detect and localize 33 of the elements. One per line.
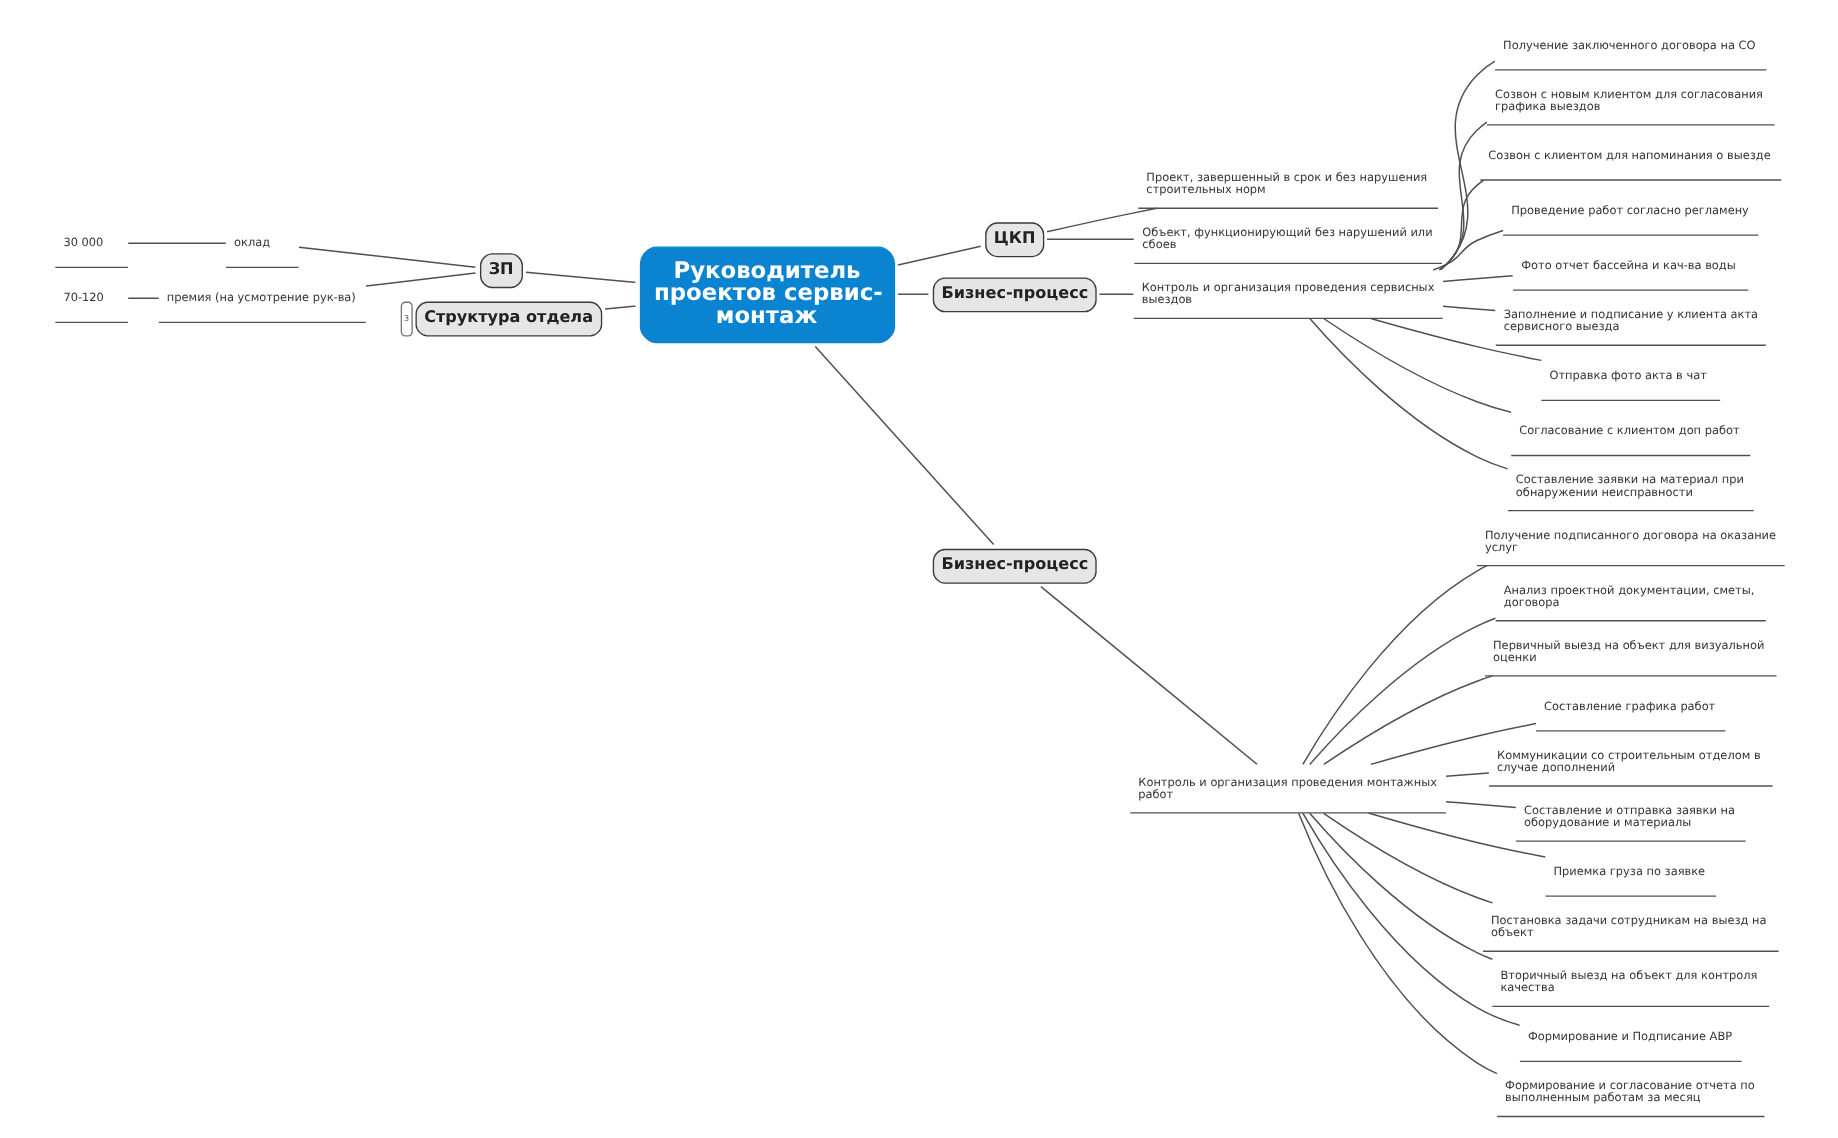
connector (1366, 812, 1545, 858)
connector (896, 293, 929, 295)
connector (1437, 179, 1484, 271)
connector (1045, 207, 1157, 233)
connector (297, 246, 476, 269)
connector (1444, 800, 1516, 809)
connector (1321, 812, 1493, 904)
connector (1045, 238, 1134, 240)
connector (1322, 675, 1493, 766)
connector (524, 271, 635, 283)
connector (1322, 317, 1511, 414)
connector (1296, 812, 1497, 1075)
connector (1438, 60, 1495, 271)
connector (1097, 293, 1134, 295)
connector (126, 297, 159, 299)
connector (603, 305, 636, 310)
connector (1308, 317, 1508, 470)
connector (1301, 564, 1487, 766)
connector (1441, 305, 1495, 312)
connector (1444, 772, 1489, 778)
connector (813, 345, 994, 546)
connector (1369, 317, 1541, 362)
connector (1431, 229, 1503, 271)
connector (1039, 585, 1257, 765)
connector (1369, 722, 1536, 766)
connector (364, 272, 476, 287)
connector (1307, 812, 1493, 961)
connector (126, 242, 226, 244)
connector (1441, 274, 1513, 283)
connector (1301, 812, 1520, 1026)
connector (1308, 617, 1496, 766)
connector (896, 245, 981, 266)
connector (1438, 121, 1487, 271)
